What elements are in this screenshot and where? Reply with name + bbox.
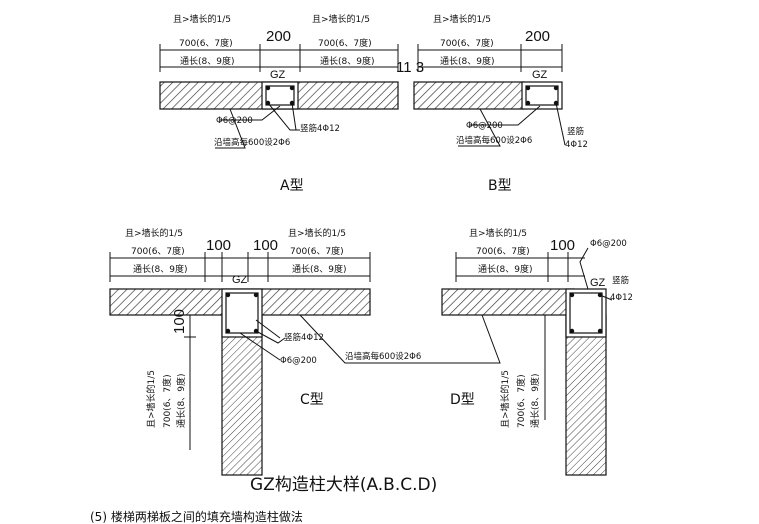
c-len-67-right: 700(6、7度) — [290, 245, 344, 257]
d-vert-bar-b: 4Φ12 — [610, 293, 633, 303]
c-len-67-vert: 700(6、7度) — [161, 374, 173, 428]
d-wall-ratio: 且>墙长的1/5 — [469, 227, 527, 239]
a-len-67-left: 700(6、7度) — [179, 37, 233, 49]
detail-c: 且>墙长的1/5 700(6、7度) 通长(8、9度) 100 100 且>墙长… — [109, 227, 501, 476]
b-gz-label: GZ — [532, 69, 548, 81]
c-wall-ratio-right: 且>墙长的1/5 — [288, 227, 346, 239]
c-dim-100-vert: 100 — [171, 309, 188, 334]
d-vert-bar-a: 竖筋 — [612, 275, 629, 286]
a-dim-200: 200 — [266, 28, 291, 45]
a-stirrup: Φ6@200 — [216, 116, 253, 126]
b-len-89: 通长(8、9度) — [440, 55, 494, 67]
c-wall-ratio-vert: 且>墙长的1/5 — [145, 370, 157, 428]
b-wall-rebar: 沿墙高每600设2Φ6 — [456, 135, 532, 146]
b-vert-bar-b: 4Φ12 — [565, 140, 588, 150]
c-len-89-right: 通长(8、9度) — [292, 263, 346, 275]
d-len-67-vert: 700(6、7度) — [515, 374, 527, 428]
d-len-89-vert: 通长(8、9度) — [529, 374, 541, 428]
c-type-label: C型 — [300, 392, 324, 408]
a-wall-ratio-right: 且>墙长的1/5 — [312, 13, 370, 25]
a-len-89-left: 通长(8、9度) — [180, 55, 234, 67]
stray-mark: 11 3 — [396, 59, 424, 76]
c-gz-label: GZ — [232, 274, 248, 286]
d-dim-100: 100 — [550, 237, 575, 254]
d-wall-ratio-vert: 且>墙长的1/5 — [499, 370, 511, 428]
d-type-label: D型 — [450, 392, 475, 408]
detail-a: 且>墙长的1/5 700(6、7度) 通长(8、9度) 200 且>墙长的1/5… — [159, 13, 399, 194]
c-wall-ratio-left: 且>墙长的1/5 — [125, 227, 183, 239]
b-len-67: 700(6、7度) — [440, 37, 494, 49]
b-vert-bar-a: 竖筋 — [567, 126, 584, 137]
footer-caption: (5) 楼梯两梯板之间的填充墙构造柱做法 — [90, 509, 303, 524]
c-dim-100-right: 100 — [253, 237, 278, 254]
c-dim-100-left: 100 — [206, 237, 231, 254]
a-len-67-right: 700(6、7度) — [318, 37, 372, 49]
a-len-89-right: 通长(8、9度) — [320, 55, 374, 67]
detail-b: 且>墙长的1/5 700(6、7度) 通长(8、9度) 200 GZ Φ6@20… — [413, 13, 588, 194]
detail-d: 且>墙长的1/5 700(6、7度) 通长(8、9度) 100 Φ6@200 G… — [441, 227, 633, 476]
c-vert-bar: 竖筋4Φ12 — [284, 332, 324, 343]
a-gz-label: GZ — [270, 69, 286, 81]
c-stirrup: Φ6@200 — [280, 356, 317, 366]
a-wall-rebar: 沿墙高每600设2Φ6 — [214, 137, 290, 148]
a-wall-ratio-left: 且>墙长的1/5 — [173, 13, 231, 25]
a-vert-bar: 竖筋4Φ12 — [300, 123, 340, 134]
c-wall-rebar: 沿墙高每600设2Φ6 — [345, 351, 421, 362]
b-type-label: B型 — [488, 178, 512, 194]
c-len-89-vert: 通长(8、9度) — [175, 374, 187, 428]
d-stirrup: Φ6@200 — [590, 239, 627, 249]
d-len-89: 通长(8、9度) — [478, 263, 532, 275]
b-stirrup: Φ6@200 — [466, 121, 503, 131]
c-len-89-left: 通长(8、9度) — [133, 263, 187, 275]
b-wall-ratio: 且>墙长的1/5 — [433, 13, 491, 25]
d-len-67: 700(6、7度) — [476, 245, 530, 257]
c-len-67-left: 700(6、7度) — [131, 245, 185, 257]
page-title: GZ构造柱大样(A.B.C.D) — [250, 475, 437, 495]
d-gz-label: GZ — [590, 277, 606, 289]
a-type-label: A型 — [280, 178, 304, 194]
b-dim-200: 200 — [525, 28, 550, 45]
